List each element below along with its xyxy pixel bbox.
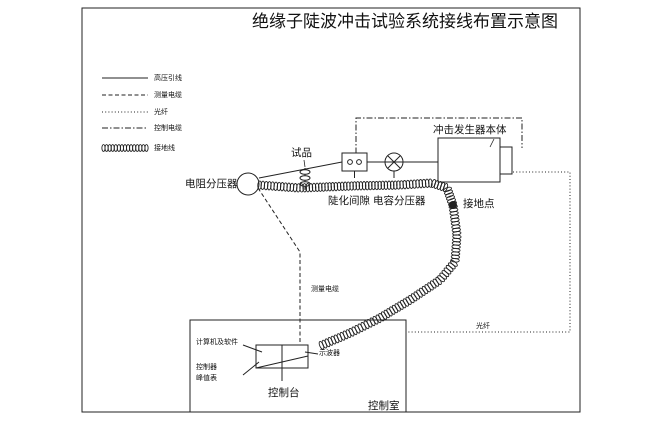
coil-turn bbox=[380, 180, 386, 190]
coil-turn bbox=[302, 183, 307, 193]
high-voltage-lead bbox=[258, 161, 438, 179]
coil-turn bbox=[348, 328, 355, 337]
label-peak-meter: 峰值表 bbox=[196, 374, 217, 382]
legend-label-fiber: 光纤 bbox=[154, 108, 168, 116]
label-control-room: 控制室 bbox=[368, 400, 400, 412]
coil-turn bbox=[324, 182, 329, 192]
coil-turn bbox=[336, 333, 343, 342]
coil-turn bbox=[355, 181, 361, 191]
label-computer-software: 计算机及软件 bbox=[196, 338, 238, 346]
measurement-cable bbox=[257, 187, 301, 345]
coil-turn bbox=[386, 308, 393, 317]
coil-turn bbox=[327, 182, 332, 192]
coil-turn bbox=[443, 186, 452, 193]
label-measurement-cable: 测量电缆 bbox=[311, 285, 339, 293]
label-oscilloscope: 示波器 bbox=[319, 349, 340, 357]
coil-turn bbox=[342, 330, 349, 340]
coil-turn bbox=[345, 329, 352, 338]
legend-label-hv-lead: 高压引线 bbox=[154, 74, 182, 82]
ground-point-marker bbox=[449, 201, 457, 209]
label-ground-point: 接地点 bbox=[463, 198, 495, 210]
coil-turn bbox=[352, 181, 357, 191]
control-room bbox=[189, 319, 407, 413]
console-instruments bbox=[242, 344, 319, 381]
coil-turn bbox=[391, 304, 399, 314]
coil-turn bbox=[299, 183, 304, 193]
coil-turn bbox=[318, 182, 323, 192]
coil-turn bbox=[364, 181, 370, 191]
coil-turn bbox=[389, 180, 395, 190]
coil-turn bbox=[444, 189, 453, 195]
label-generator-body: 冲击发生器本体 bbox=[433, 124, 507, 136]
coil-turn bbox=[402, 298, 410, 307]
steepening-gap bbox=[341, 152, 368, 178]
legend-coil bbox=[101, 144, 149, 152]
coil-turn bbox=[400, 299, 407, 309]
control-cable bbox=[355, 117, 523, 165]
coil-turn bbox=[383, 309, 390, 319]
coil-turn bbox=[374, 180, 379, 191]
coil-turn bbox=[361, 181, 367, 191]
impulse-generator-body bbox=[437, 137, 513, 183]
coil-turn bbox=[343, 181, 348, 191]
label-fiber: 光纤 bbox=[476, 322, 490, 330]
coil-turn bbox=[368, 180, 373, 191]
coil-turn bbox=[330, 182, 336, 192]
coil-turn bbox=[327, 337, 334, 346]
label-console: 控制台 bbox=[268, 387, 300, 399]
coil-turn bbox=[386, 180, 392, 190]
coil-turn bbox=[339, 181, 345, 191]
diagram-title: 绝缘子陡波冲击试验系统接线布置示意图 bbox=[252, 12, 558, 32]
legend-label-ground-wire: 接地线 bbox=[154, 144, 175, 152]
coil-turn bbox=[433, 180, 440, 189]
coil-turn bbox=[393, 180, 398, 190]
coil-turn bbox=[330, 335, 337, 345]
coil-turn bbox=[349, 181, 354, 191]
coil-turn bbox=[314, 182, 320, 192]
coil-turn bbox=[439, 182, 446, 191]
coil-turn bbox=[311, 182, 317, 193]
legend-label-measurement-cable: 测量电缆 bbox=[154, 91, 182, 99]
coil-turn bbox=[305, 183, 311, 193]
label-leaders bbox=[303, 138, 495, 168]
coil-turn bbox=[394, 303, 401, 312]
coil-turn bbox=[445, 192, 454, 198]
legend-label-control-cable: 控制电缆 bbox=[154, 124, 182, 132]
coil-turn bbox=[324, 338, 331, 348]
coil-turn bbox=[377, 180, 382, 191]
capacitive-divider bbox=[384, 152, 404, 178]
legend-samples bbox=[101, 77, 149, 152]
label-capacitive-divider: 电容分压器 bbox=[373, 195, 426, 207]
coil-turn bbox=[336, 181, 342, 192]
label-steepening-gap: 陡化间隙 bbox=[328, 195, 370, 207]
coil-turn bbox=[321, 339, 328, 349]
coil-turn bbox=[318, 341, 325, 350]
specimen-insulator bbox=[299, 168, 311, 190]
coil-turn bbox=[446, 195, 455, 201]
grounding-wire bbox=[257, 178, 462, 350]
coil-turn bbox=[436, 181, 443, 190]
fiber-line bbox=[406, 171, 571, 333]
label-controller: 控制器 bbox=[196, 363, 217, 371]
resistor-divider bbox=[236, 172, 260, 196]
coil-turn bbox=[333, 334, 340, 344]
label-specimen: 试品 bbox=[291, 147, 312, 159]
label-resistor-divider: 电阻分压器 bbox=[185, 178, 238, 190]
coil-turn bbox=[144, 144, 149, 152]
coil-turn bbox=[339, 331, 346, 341]
